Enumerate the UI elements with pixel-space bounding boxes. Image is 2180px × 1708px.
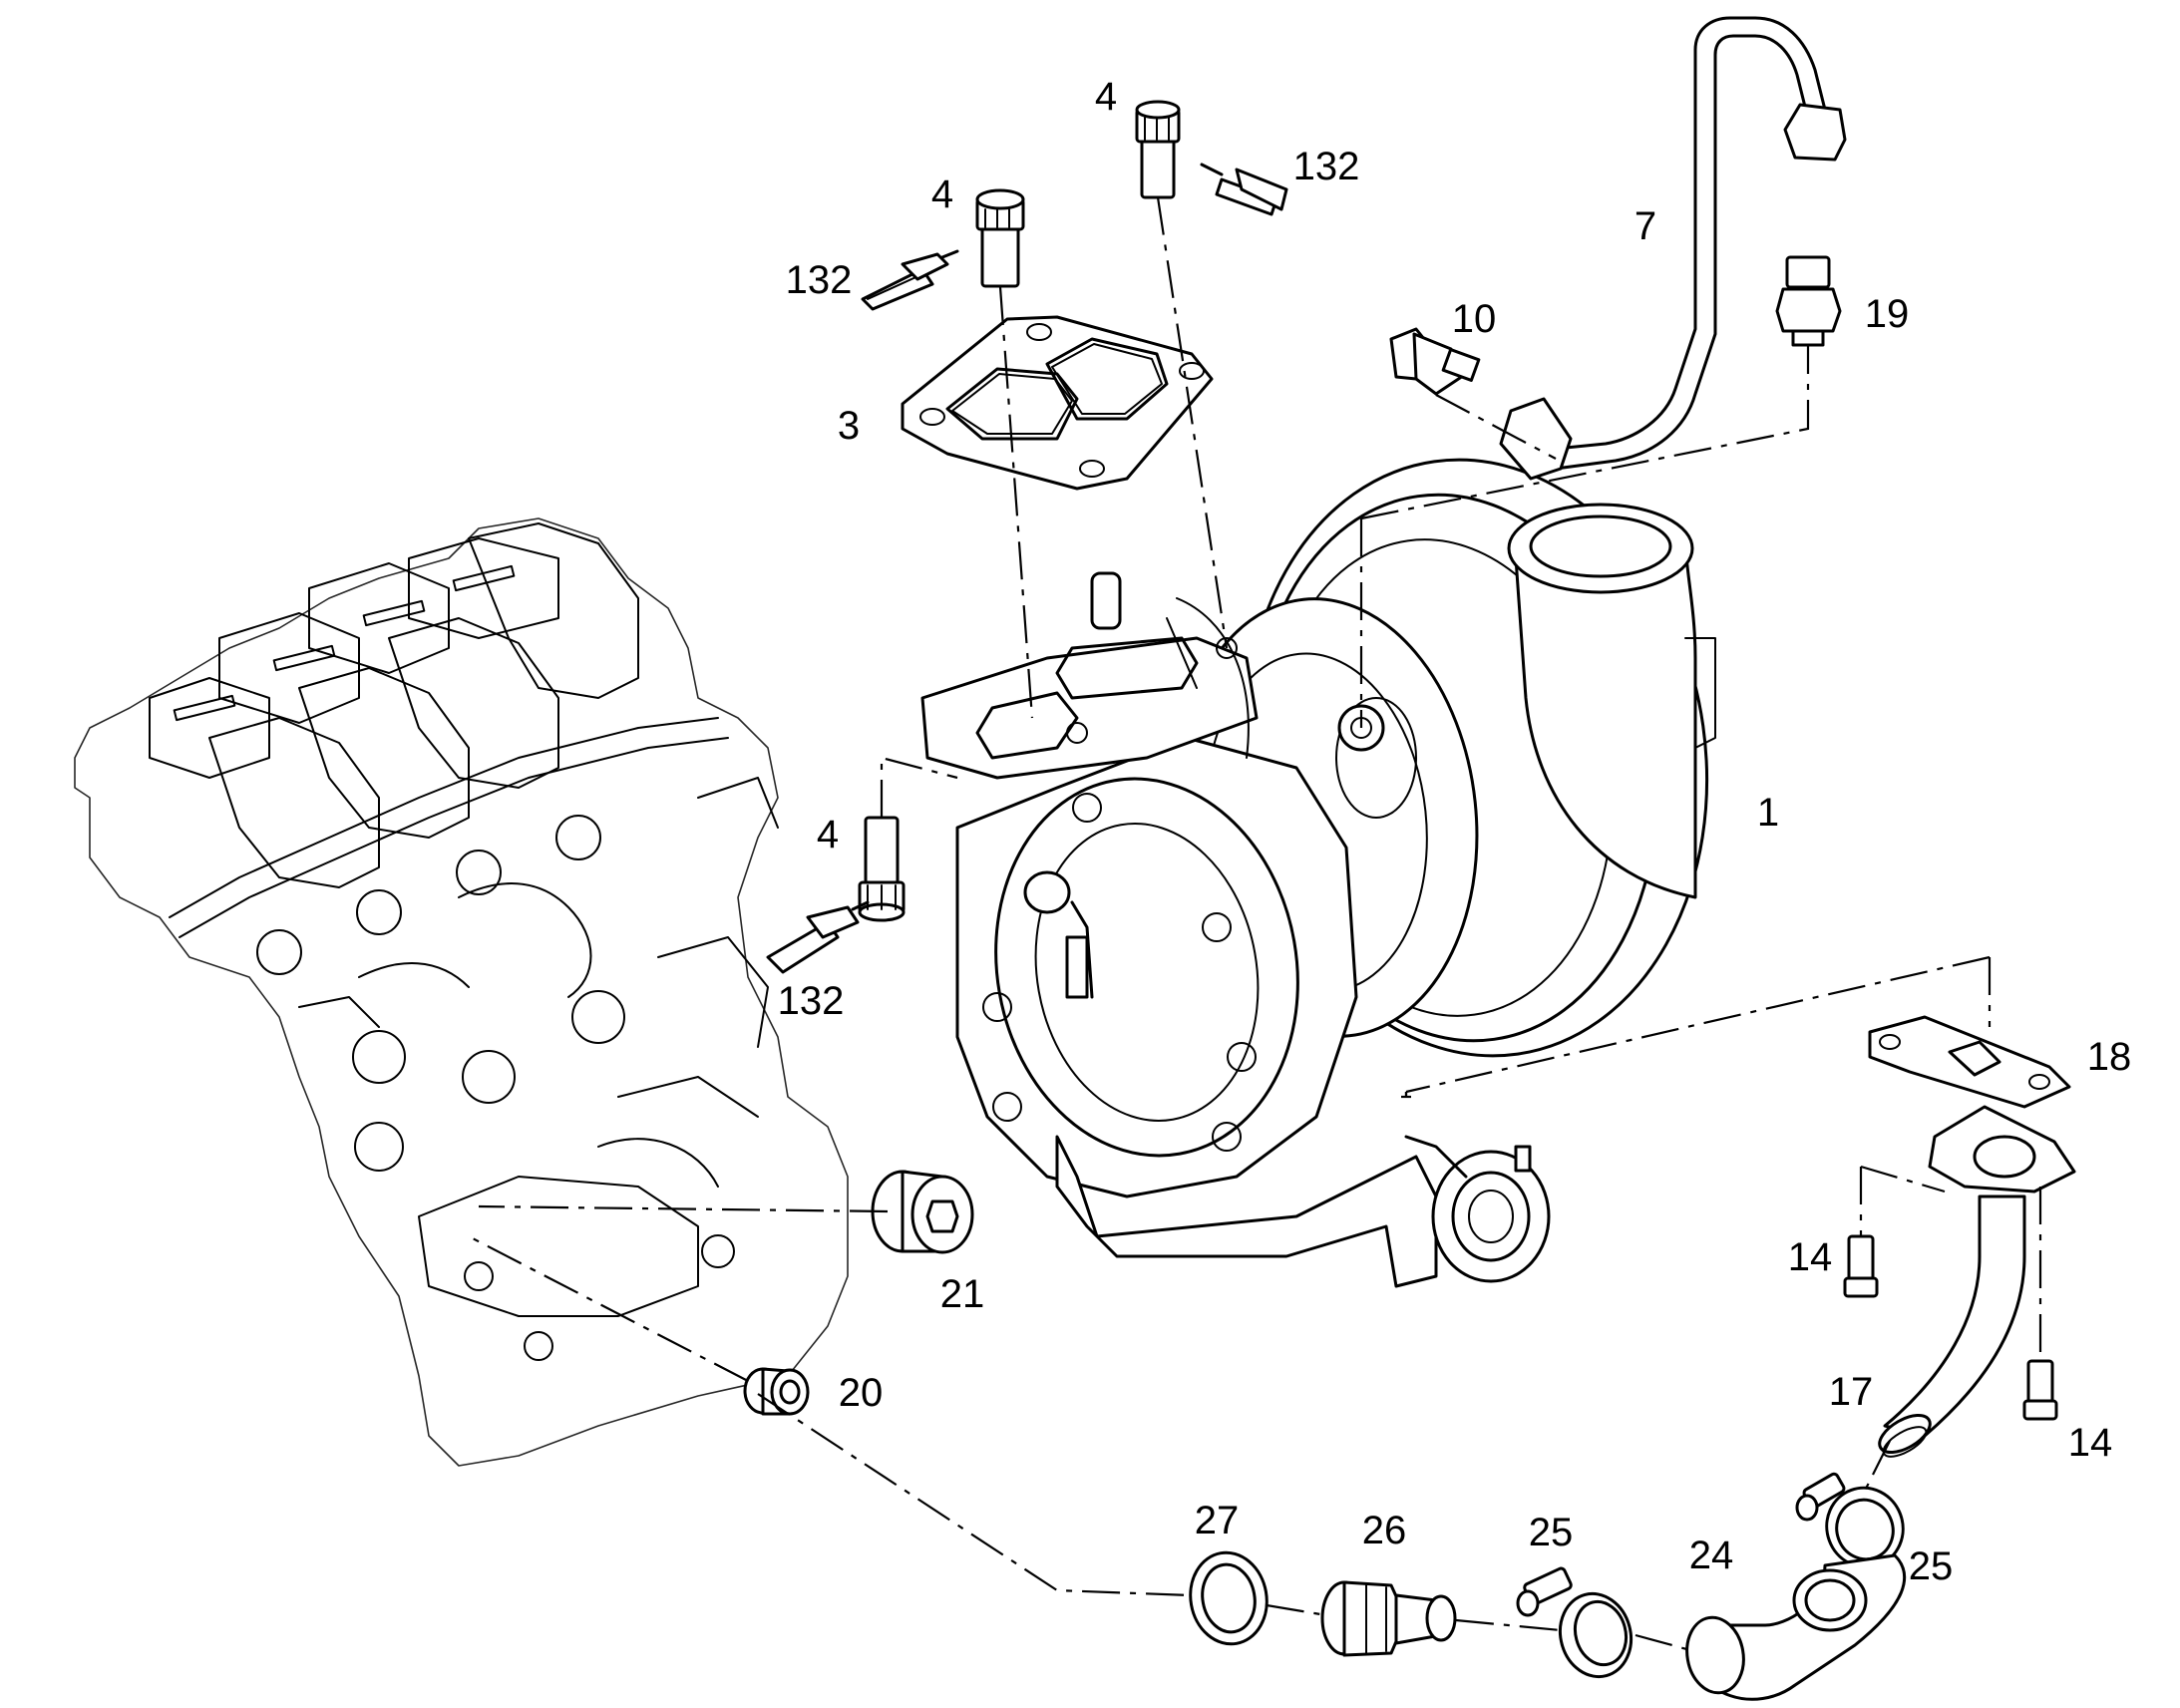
drain-flange-screw-2 (2022, 1359, 2058, 1421)
oil-drain-gasket (1868, 1015, 2071, 1109)
drain-flange-screw-1 (1843, 1234, 1879, 1298)
oil-return-adapter (1320, 1580, 1457, 1657)
callout-4: 4 (1094, 75, 1118, 119)
flange-bolt-lower (858, 816, 906, 922)
callout-14: 14 (1787, 1235, 1833, 1279)
oil-line-adapter (1775, 255, 1842, 347)
callout-4: 4 (930, 172, 954, 216)
callout-1: 1 (1756, 791, 1780, 835)
assembly-lines (468, 196, 2042, 1652)
oil-drain-tube (1878, 1105, 2076, 1458)
anti-seize-compound-tube-3 (766, 900, 870, 974)
callout-14: 14 (2067, 1421, 2113, 1465)
block-plug-large (871, 1170, 974, 1254)
callout-132: 132 (777, 979, 845, 1023)
callout-21: 21 (939, 1272, 985, 1316)
seal-ring (1189, 1550, 1269, 1646)
callout-10: 10 (1451, 297, 1497, 341)
callout-27: 27 (1194, 1499, 1240, 1542)
callout-4: 4 (816, 813, 840, 856)
hose-clamp-lower (1516, 1566, 1634, 1679)
anti-seize-compound-tube-1 (861, 249, 959, 311)
flange-bolt-top-right (1135, 100, 1181, 199)
oil-feed-fitting (1389, 327, 1481, 396)
callout-26: 26 (1361, 1509, 1407, 1552)
turbo-flange-gasket (901, 315, 1214, 491)
callout-24: 24 (1688, 1534, 1734, 1577)
callout-25: 25 (1528, 1511, 1574, 1554)
oil-return-hose (1685, 1553, 1907, 1701)
callout-132: 132 (1292, 145, 1360, 188)
anti-seize-compound-tube-2 (1200, 163, 1288, 216)
callout-7: 7 (1634, 204, 1657, 248)
engine-block (74, 517, 849, 1467)
turbocharger (920, 458, 1716, 1288)
callout-18: 18 (2086, 1035, 2132, 1079)
hose-clamp-upper (1795, 1472, 1905, 1569)
flange-bolt-top-left (975, 188, 1025, 288)
oil-feed-line (1499, 16, 1847, 481)
callout-3: 3 (837, 404, 861, 448)
callout-19: 19 (1864, 292, 1910, 336)
callout-132: 132 (785, 258, 853, 302)
callout-17: 17 (1828, 1370, 1874, 1414)
callout-25: 25 (1908, 1544, 1954, 1588)
callout-20: 20 (838, 1371, 884, 1415)
